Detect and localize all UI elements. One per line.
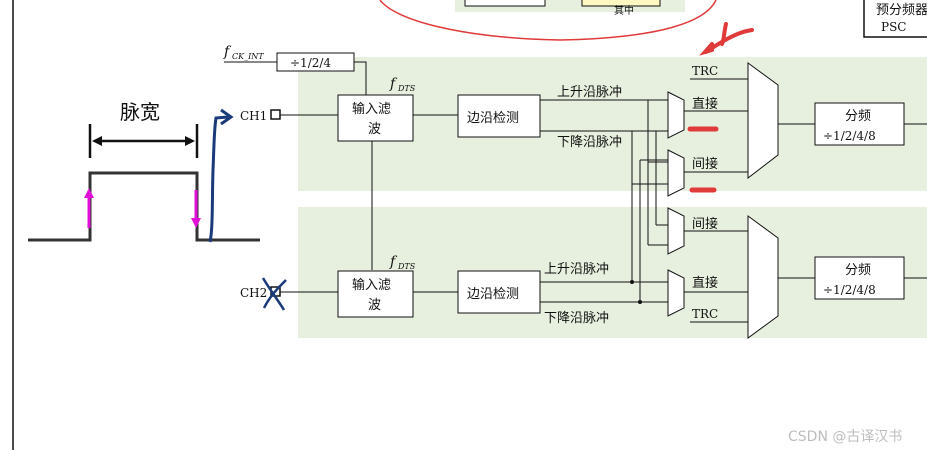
fdts-sub-ch2: DTS (397, 262, 416, 271)
ch1-falling-label: 下降沿脉冲 (557, 135, 622, 150)
ch2-edge-label: 边沿检测 (467, 287, 519, 302)
psc-label-2: PSC (881, 20, 906, 34)
ch1-prescaler-l1: 分频 (845, 109, 871, 124)
ch2-mux-indirect (667, 207, 685, 255)
clock-source: f CK_INT ÷1/2/4 f DTS f DTS (223, 44, 416, 271)
ch2-prescaler-l2: ÷1/2/4/8 (823, 283, 876, 297)
ch1-filter-l1: 输入滤 (352, 101, 391, 117)
ch1-prescaler-l2: ÷1/2/4/8 (823, 129, 876, 143)
top-cropped-region: 其中 (379, 0, 717, 41)
ch2-prescaler (814, 256, 905, 300)
ch1-direct-label: 直接 (692, 96, 718, 112)
ch2-blue-x-mark (261, 277, 287, 311)
pulse-width-title: 脉宽 (120, 100, 160, 124)
ch1-pin[interactable] (270, 109, 281, 120)
ch2-edge-detector (457, 270, 541, 314)
pulse-waveform (28, 171, 260, 242)
ch1-mux-main (747, 62, 779, 180)
fdts-sub-ch1: DTS (397, 84, 416, 93)
red-ellipse-annotation (379, 0, 717, 41)
ch2-mux-main (747, 215, 779, 339)
fdts-label-ch1: f (389, 76, 398, 92)
fck-sub: CK_INT (232, 52, 264, 61)
ch1-trc-label: TRC (692, 64, 718, 78)
fdts-label-ch2: f (389, 254, 398, 270)
pulse-illustration: 脉宽 (28, 100, 260, 243)
ch1-filter-l2: 波 (368, 122, 381, 137)
clipped-text: 其中 (614, 4, 634, 17)
ch1-chain: CH1 输入滤 波 边沿检测 上升沿脉冲 下降沿脉冲 TRC 直接 间接 分频 … (240, 62, 927, 245)
fck-label: f (223, 44, 232, 60)
ch1-input-filter (337, 94, 414, 142)
red-check-annotation (699, 22, 754, 56)
ch1-mux-direct (667, 91, 685, 139)
ch1-mux-indirect (667, 149, 685, 197)
ch2-pin-label: CH2 (240, 286, 267, 300)
ch1-pin-label: CH1 (240, 109, 267, 123)
ch2-filter-l1: 输入滤 (352, 277, 391, 293)
ch2-input-filter (337, 270, 414, 318)
clock-divider-label: ÷1/2/4 (290, 56, 331, 70)
ch1-rising-label: 上升沿脉冲 (557, 85, 622, 100)
ch1-indirect-label: 间接 (692, 156, 718, 172)
ch2-filter-l2: 波 (368, 298, 381, 313)
psc-label-1: 预分频器 (876, 3, 927, 18)
psc-box: 预分频器 PSC (863, 0, 927, 38)
ch2-falling-label: 下降沿脉冲 (544, 311, 609, 326)
ch1-prescaler (814, 102, 905, 146)
ch2-direct-label: 直接 (692, 275, 718, 291)
ch1-edge-detector (457, 94, 541, 138)
ch2-indirect-label: 间接 (692, 216, 718, 232)
ch2-chain: CH2 输入滤 波 边沿检测 上升沿脉冲 下降沿脉冲 间接 直接 TRC 分频 (240, 131, 927, 339)
rising-edge-arrow (84, 188, 94, 198)
blue-hand-arrow (208, 115, 229, 243)
ch2-mux-direct (667, 269, 685, 317)
ch2-prescaler-l1: 分频 (845, 263, 871, 278)
ch1-edge-label: 边沿检测 (467, 111, 519, 126)
watermark: CSDN @古译汉书 (788, 429, 902, 445)
ch2-trc-label: TRC (692, 307, 718, 321)
ch2-rising-label: 上升沿脉冲 (544, 262, 609, 277)
falling-edge-arrow (191, 218, 201, 228)
